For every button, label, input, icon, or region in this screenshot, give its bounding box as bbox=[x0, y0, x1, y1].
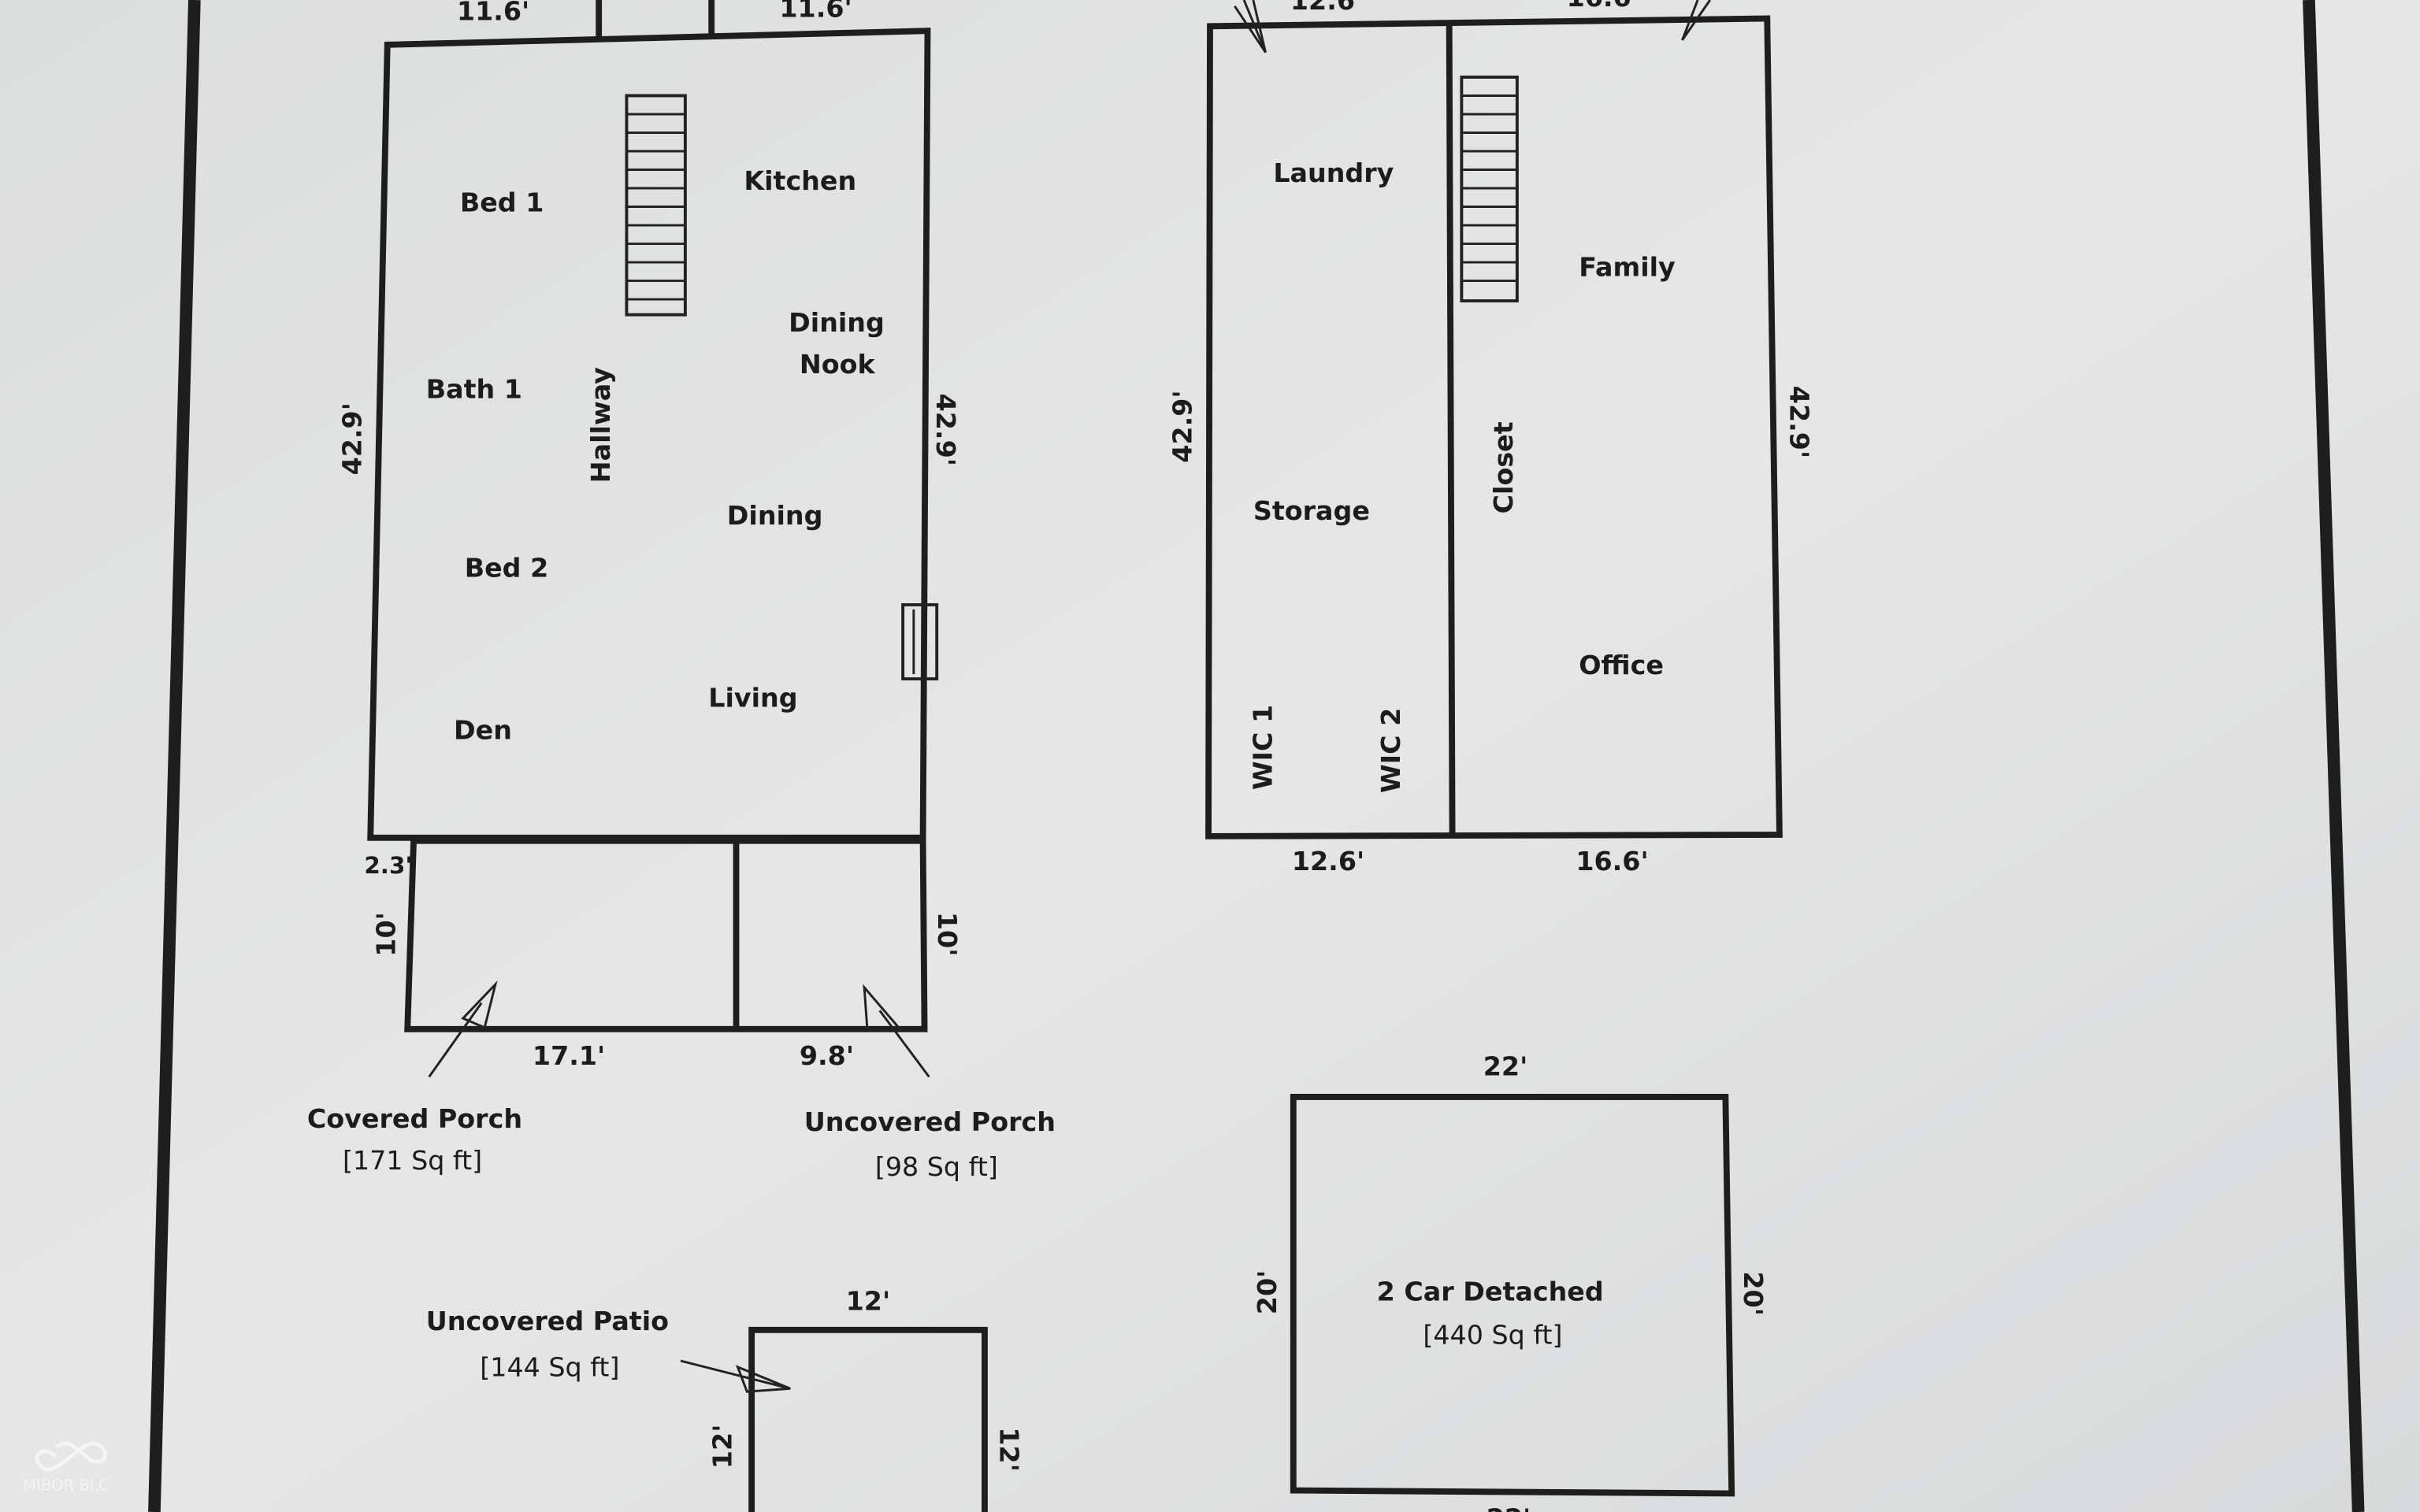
room-kitchen: Kitchen bbox=[744, 165, 856, 196]
mibor-logo: MIBOR BLC bbox=[23, 1441, 109, 1495]
dim-porch-left: 10' bbox=[371, 912, 402, 957]
covered-porch-area: [171 Sq ft] bbox=[343, 1145, 482, 1176]
page-border-right bbox=[2303, 0, 2365, 1512]
room-wic-2: WIC 2 bbox=[1375, 708, 1406, 793]
dim-bottom-left: 12.6' bbox=[1292, 846, 1364, 876]
room-office: Office bbox=[1579, 650, 1664, 680]
dim-left: 42.9' bbox=[336, 402, 367, 475]
arrow-icon bbox=[1681, 0, 1711, 41]
covered-porch-label: Covered Porch bbox=[307, 1103, 522, 1134]
patio-area: [144 Sq ft] bbox=[480, 1352, 619, 1383]
dim-offset: 2.3' bbox=[364, 852, 412, 879]
dim-patio-right: 12' bbox=[994, 1427, 1025, 1472]
garage-label: 2 Car Detached bbox=[1377, 1277, 1604, 1307]
garage-area: [440 Sq ft] bbox=[1423, 1319, 1562, 1350]
room-living: Living bbox=[708, 682, 797, 713]
room-closet: Closet bbox=[1488, 421, 1519, 513]
dim-left: 42.9' bbox=[1167, 390, 1197, 462]
arrow-icon bbox=[1234, 0, 1267, 54]
room-laundry: Laundry bbox=[1273, 158, 1394, 188]
watermark-text: MIBOR BLC bbox=[23, 1477, 109, 1495]
infinity-icon bbox=[35, 1441, 107, 1472]
dim-garage-right: 20' bbox=[1738, 1271, 1769, 1316]
arrow-icon bbox=[680, 1359, 791, 1393]
room-family: Family bbox=[1579, 252, 1676, 283]
dim-patio-top: 12' bbox=[846, 1285, 891, 1316]
dim-garage-bottom: 22' bbox=[1487, 1503, 1531, 1512]
room-bath-1: Bath 1 bbox=[426, 373, 522, 404]
room-dining-nook-2: Nook bbox=[800, 349, 876, 380]
patio-label: Uncovered Patio bbox=[426, 1306, 669, 1336]
dim-covered-width: 17.1' bbox=[533, 1040, 605, 1071]
stairs-icon bbox=[625, 94, 687, 317]
uncovered-porch-label: Uncovered Porch bbox=[804, 1106, 1056, 1137]
stairs-icon bbox=[1460, 76, 1519, 302]
garage: 22' 20' 20' 22' 2 Car Detached [440 Sq f… bbox=[1252, 1051, 1769, 1512]
patio: 12' 12' 12' Uncovered Patio [144 Sq ft] bbox=[426, 1285, 1025, 1512]
uncovered-porch-area: [98 Sq ft] bbox=[875, 1151, 998, 1182]
dim-bottom-right: 16.6' bbox=[1576, 846, 1648, 876]
porches: 2.3' 10' 10' 17.1' 9.8' Covered Porch [1… bbox=[307, 837, 1056, 1182]
dim-garage-top: 22' bbox=[1483, 1051, 1528, 1082]
room-dining: Dining bbox=[727, 500, 823, 531]
page-border-left bbox=[148, 0, 201, 1512]
dim-uncovered-width: 9.8' bbox=[800, 1040, 854, 1071]
door-icon bbox=[901, 603, 939, 680]
dim-top-right: 11.6' bbox=[779, 0, 852, 24]
room-bed-2: Bed 2 bbox=[465, 553, 549, 584]
room-dining-nook-1: Dining bbox=[789, 307, 885, 338]
second-floor: 12.6' 16.6' 42.9' 42.9' 12.6' 16.6' Laun… bbox=[1167, 0, 1815, 876]
room-bed-1: Bed 1 bbox=[460, 187, 544, 217]
room-wic-1: WIC 1 bbox=[1247, 705, 1278, 790]
room-den: Den bbox=[454, 714, 512, 745]
dim-top-left: 12.6' bbox=[1290, 0, 1363, 16]
dim-patio-left: 12' bbox=[707, 1425, 738, 1469]
arrow-icon bbox=[428, 980, 498, 1078]
room-storage: Storage bbox=[1253, 495, 1370, 526]
arrow-icon bbox=[863, 984, 930, 1078]
dim-right: 42.9' bbox=[930, 394, 961, 466]
dim-top-left: 11.6' bbox=[457, 0, 529, 26]
dim-porch-right: 10' bbox=[932, 912, 963, 957]
dim-right: 42.9' bbox=[1784, 386, 1815, 458]
room-hallway: Hallway bbox=[585, 367, 616, 483]
dim-top-right: 16.6' bbox=[1567, 0, 1639, 13]
dim-garage-left: 20' bbox=[1252, 1270, 1282, 1315]
